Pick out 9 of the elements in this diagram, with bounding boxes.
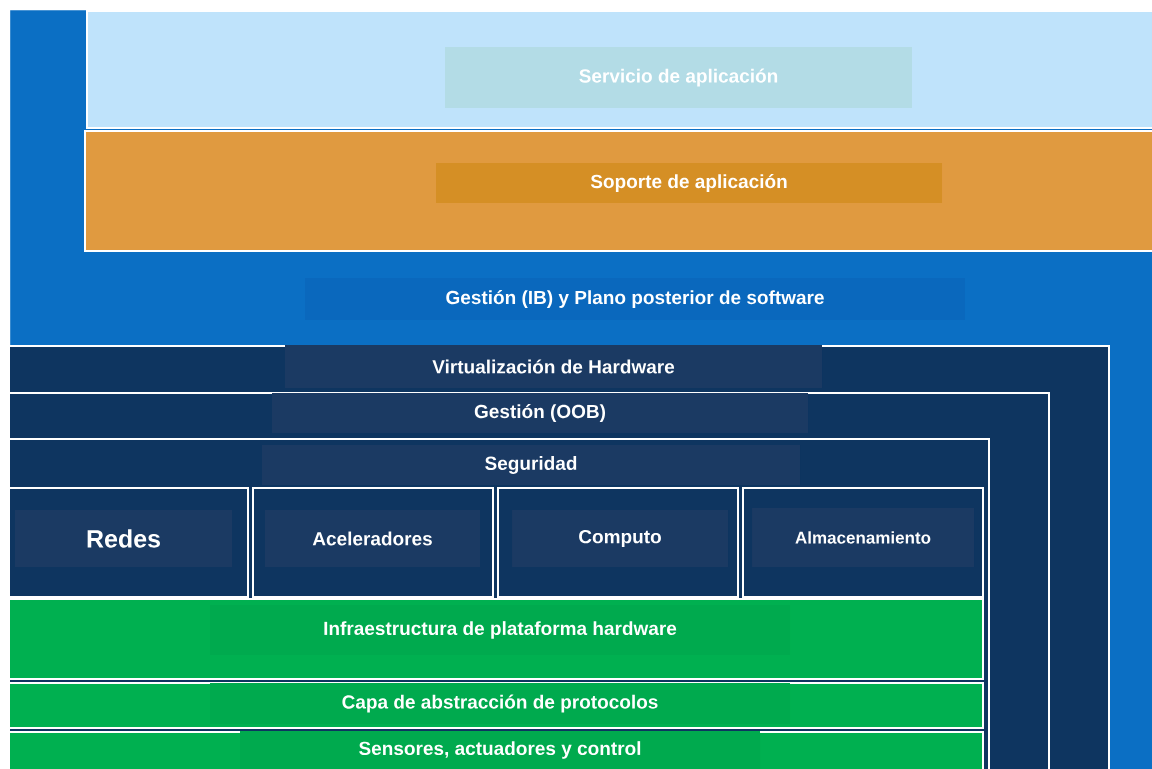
layer-band: Almacenamiento — [742, 487, 984, 598]
layer-band: Capa de abstracción de protocolos — [8, 682, 984, 729]
layer-band: Computo — [497, 487, 739, 598]
layer-band: Servicio de aplicación — [86, 10, 1152, 129]
layer-band: Aceleradores — [252, 487, 494, 598]
layer-band: Infraestructura de plataforma hardware — [8, 598, 984, 680]
layer-band: Soporte de aplicación — [84, 130, 1152, 252]
layer-band: Redes — [8, 487, 249, 598]
layer-band: Sensores, actuadores y control — [8, 731, 984, 769]
